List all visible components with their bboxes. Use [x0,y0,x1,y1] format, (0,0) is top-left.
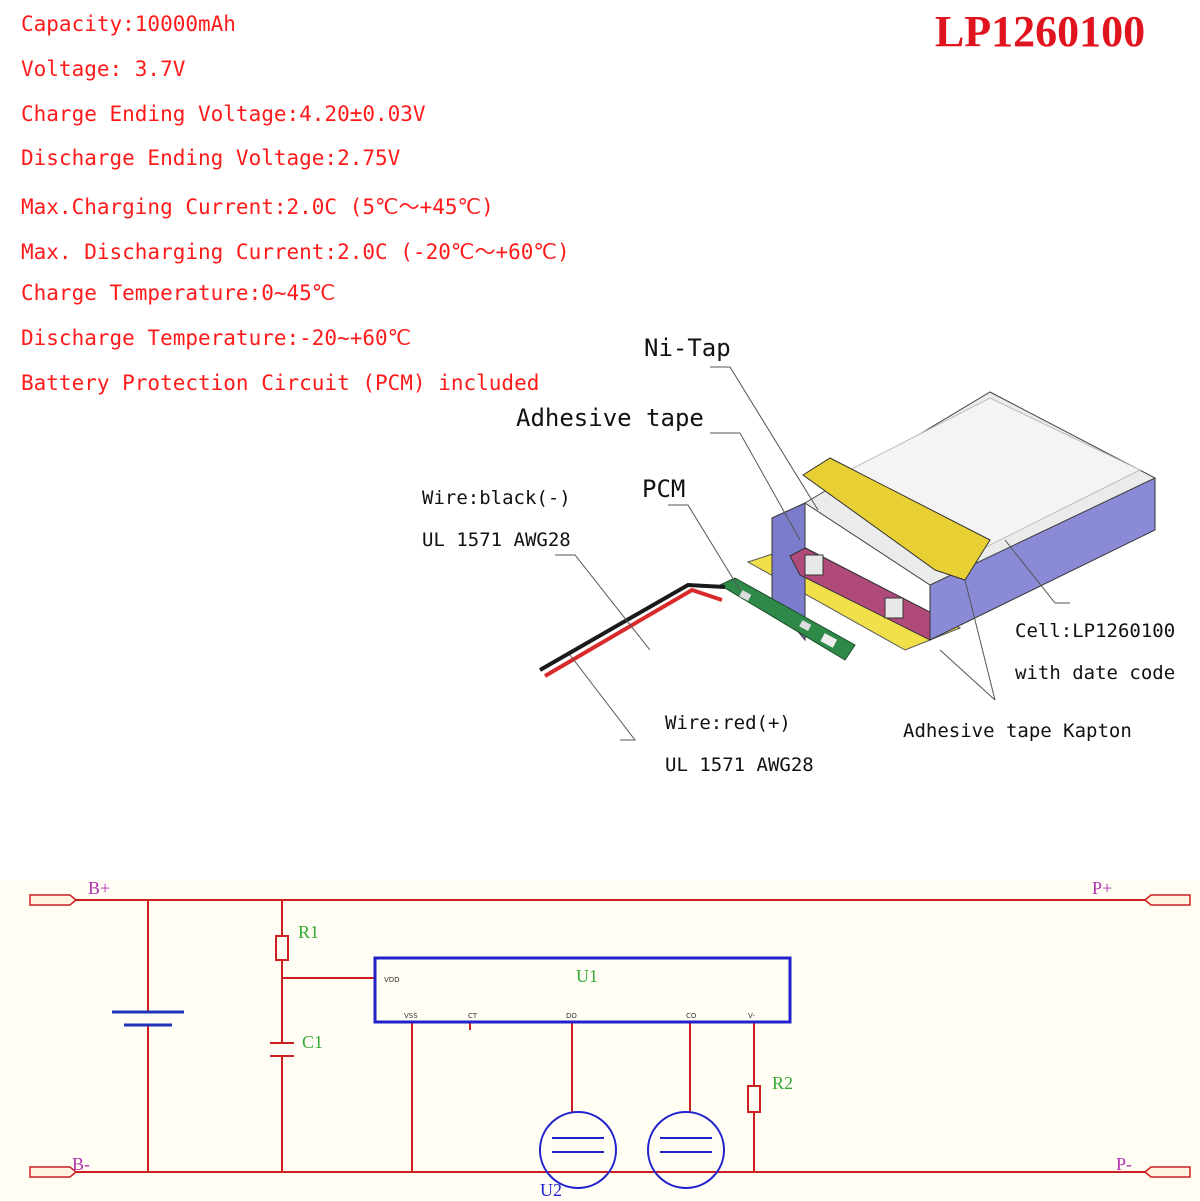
label-cell-date: with date code [1015,662,1176,684]
spec-capacity: Capacity:10000mAh [21,12,236,36]
pcm-board [718,577,856,661]
ni-tab-2 [884,597,904,619]
label-ni-tap: Ni-Tap [644,334,731,362]
r2-resistor [747,1085,761,1113]
label-wire-red-spec: UL 1571 AWG28 [665,754,814,776]
battery-symbol [112,1010,184,1027]
c1-capacitor [270,1042,294,1057]
label-kapton: Adhesive tape Kapton [903,720,1132,742]
pin-do: DO [566,1012,577,1020]
label-wire-black-spec: UL 1571 AWG28 [422,529,571,551]
terminal-p-minus [1143,1166,1191,1178]
spec-charge-temperature: Charge Temperature:0~45℃ [21,281,336,305]
u1-ic [373,956,792,1024]
model-title: LP1260100 [934,7,1146,56]
label-cell: Cell:LP1260100 [1015,620,1176,642]
label-wire-black: Wire:black(-) [422,487,571,509]
spec-max-charging-current: Max.Charging Current:2.0C (5℃～+45℃) [21,195,494,219]
terminal-p-plus [1143,894,1191,906]
u2-mosfets [539,1111,725,1189]
pin-co: CO [686,1012,697,1020]
wire-red [543,587,723,678]
label-r1: R1 [298,922,320,942]
wire-black [539,582,726,672]
label-pcm: PCM [642,475,686,503]
spec-discharge-ending-voltage: Discharge Ending Voltage:2.75V [21,146,401,170]
label-adhesive-tape: Adhesive tape [516,404,704,432]
battery-illustration [539,366,1157,741]
label-u2: U2 [540,1180,562,1200]
pin-vss: VSS [404,1012,418,1020]
label-p-minus: P- [1116,1154,1133,1174]
pin-v-minus: V- [748,1012,755,1020]
terminal-b-plus [29,894,78,906]
spec-voltage: Voltage: 3.7V [21,57,186,81]
label-wire-red: Wire:red(+) [665,712,791,734]
label-b-plus: B+ [88,878,111,898]
label-b-minus: B- [72,1154,90,1174]
pcm-schematic: B+ B- P+ P- R1 C1 R2 U1 U2 VDD VSS CT DO… [0,878,1200,1200]
label-p-plus: P+ [1092,878,1113,898]
label-r2: R2 [772,1073,794,1093]
adhesive-tape-strip [802,457,991,581]
r1-resistor [275,935,289,961]
spec-discharge-temperature: Discharge Temperature:-20~+60℃ [21,326,412,350]
label-u1: U1 [576,966,598,986]
spec-charge-ending-voltage: Charge Ending Voltage:4.20±0.03V [21,102,426,126]
pin-vdd: VDD [384,976,400,984]
spec-pcm-included: Battery Protection Circuit (PCM) include… [21,371,540,395]
ni-tab-1 [804,554,824,576]
schematic-drawing [29,894,1191,1189]
pin-ct: CT [468,1012,478,1020]
spec-max-discharging-current: Max. Discharging Current:2.0C (-20℃～+60℃… [21,240,570,264]
label-c1: C1 [302,1032,324,1052]
terminal-b-minus [29,1166,78,1178]
